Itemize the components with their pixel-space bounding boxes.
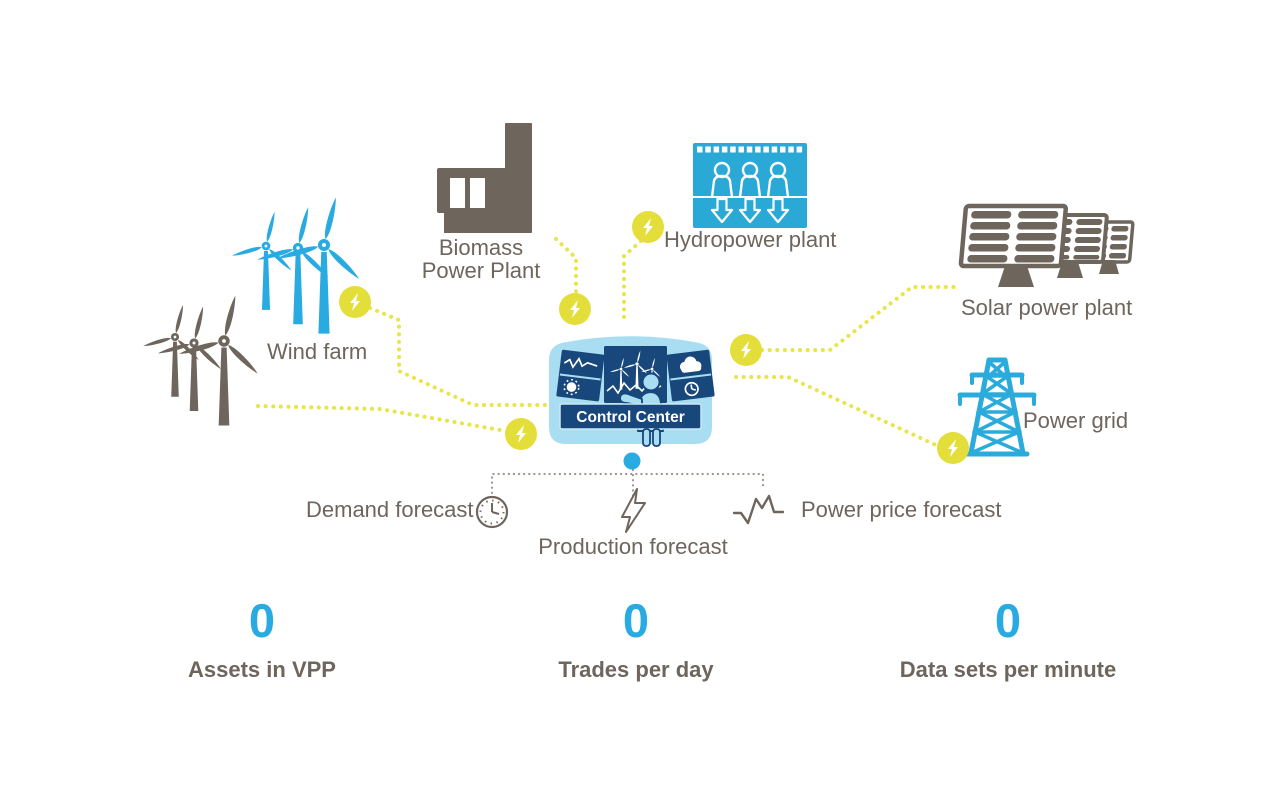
stat-assets: 0 Assets in VPP xyxy=(112,596,412,683)
energy-badges xyxy=(339,211,969,464)
control-center-icon: Control Center xyxy=(549,336,715,470)
stat-datasets: 0 Data sets per minute xyxy=(858,596,1158,683)
energy-badge-wind-upper xyxy=(339,286,371,318)
solar-plant-icon xyxy=(958,203,1135,287)
control-center-banner xyxy=(559,403,702,430)
energy-badge-grid xyxy=(937,432,969,464)
stat-value: 0 xyxy=(248,594,276,647)
energy-badge-hydro xyxy=(632,211,664,243)
solar-label: Solar power plant xyxy=(961,295,1133,320)
connector-wind-lower xyxy=(256,404,508,433)
energy-badge-wind-lower xyxy=(505,418,537,450)
biomass-label: Biomass Power Plant xyxy=(398,236,564,282)
connector-biomass xyxy=(554,237,578,296)
hub-dot xyxy=(623,452,641,470)
connector-solar xyxy=(760,285,960,352)
price-forecast-label: Power price forecast xyxy=(801,497,1002,522)
stat-label: Assets in VPP xyxy=(188,657,336,682)
hydropower-label: Hydropower plant xyxy=(664,227,837,252)
connector-wind-upper xyxy=(368,306,549,407)
power-grid-label: Power grid xyxy=(1023,408,1129,433)
energy-badge-biomass xyxy=(559,293,591,325)
clock-icon xyxy=(475,495,509,529)
biomass-label-line2: Power Plant xyxy=(421,258,541,283)
hydropower-plant-icon xyxy=(693,143,807,228)
demand-forecast-label: Demand forecast xyxy=(306,497,474,522)
connector-lines xyxy=(256,237,960,448)
control-center-label: Control Center xyxy=(576,409,685,426)
stat-value: 0 xyxy=(622,594,650,647)
energy-badge-solar xyxy=(730,334,762,366)
stat-trades: 0 Trades per day xyxy=(486,596,786,683)
wind-farm-icon xyxy=(142,196,362,426)
wind-turbines-blue-icon xyxy=(231,196,362,334)
stat-label: Trades per day xyxy=(558,657,714,682)
power-grid-icon xyxy=(957,357,1037,457)
wind-turbines-gray-icon xyxy=(142,295,260,426)
biomass-label-line1: Biomass xyxy=(438,235,524,260)
production-forecast-label: Production forecast xyxy=(538,534,728,559)
lightning-icon xyxy=(621,488,646,533)
wind-farm-label: Wind farm xyxy=(267,339,368,364)
control-center-screens xyxy=(556,346,715,403)
connector-hydro xyxy=(622,239,643,324)
operator-legs xyxy=(642,428,661,447)
forecast-bracket xyxy=(490,468,765,506)
biomass-plant-icon xyxy=(437,123,532,233)
stat-label: Data sets per minute xyxy=(899,657,1117,682)
stat-value: 0 xyxy=(994,594,1022,647)
price-curve-icon xyxy=(732,494,785,525)
connector-grid xyxy=(734,375,940,448)
